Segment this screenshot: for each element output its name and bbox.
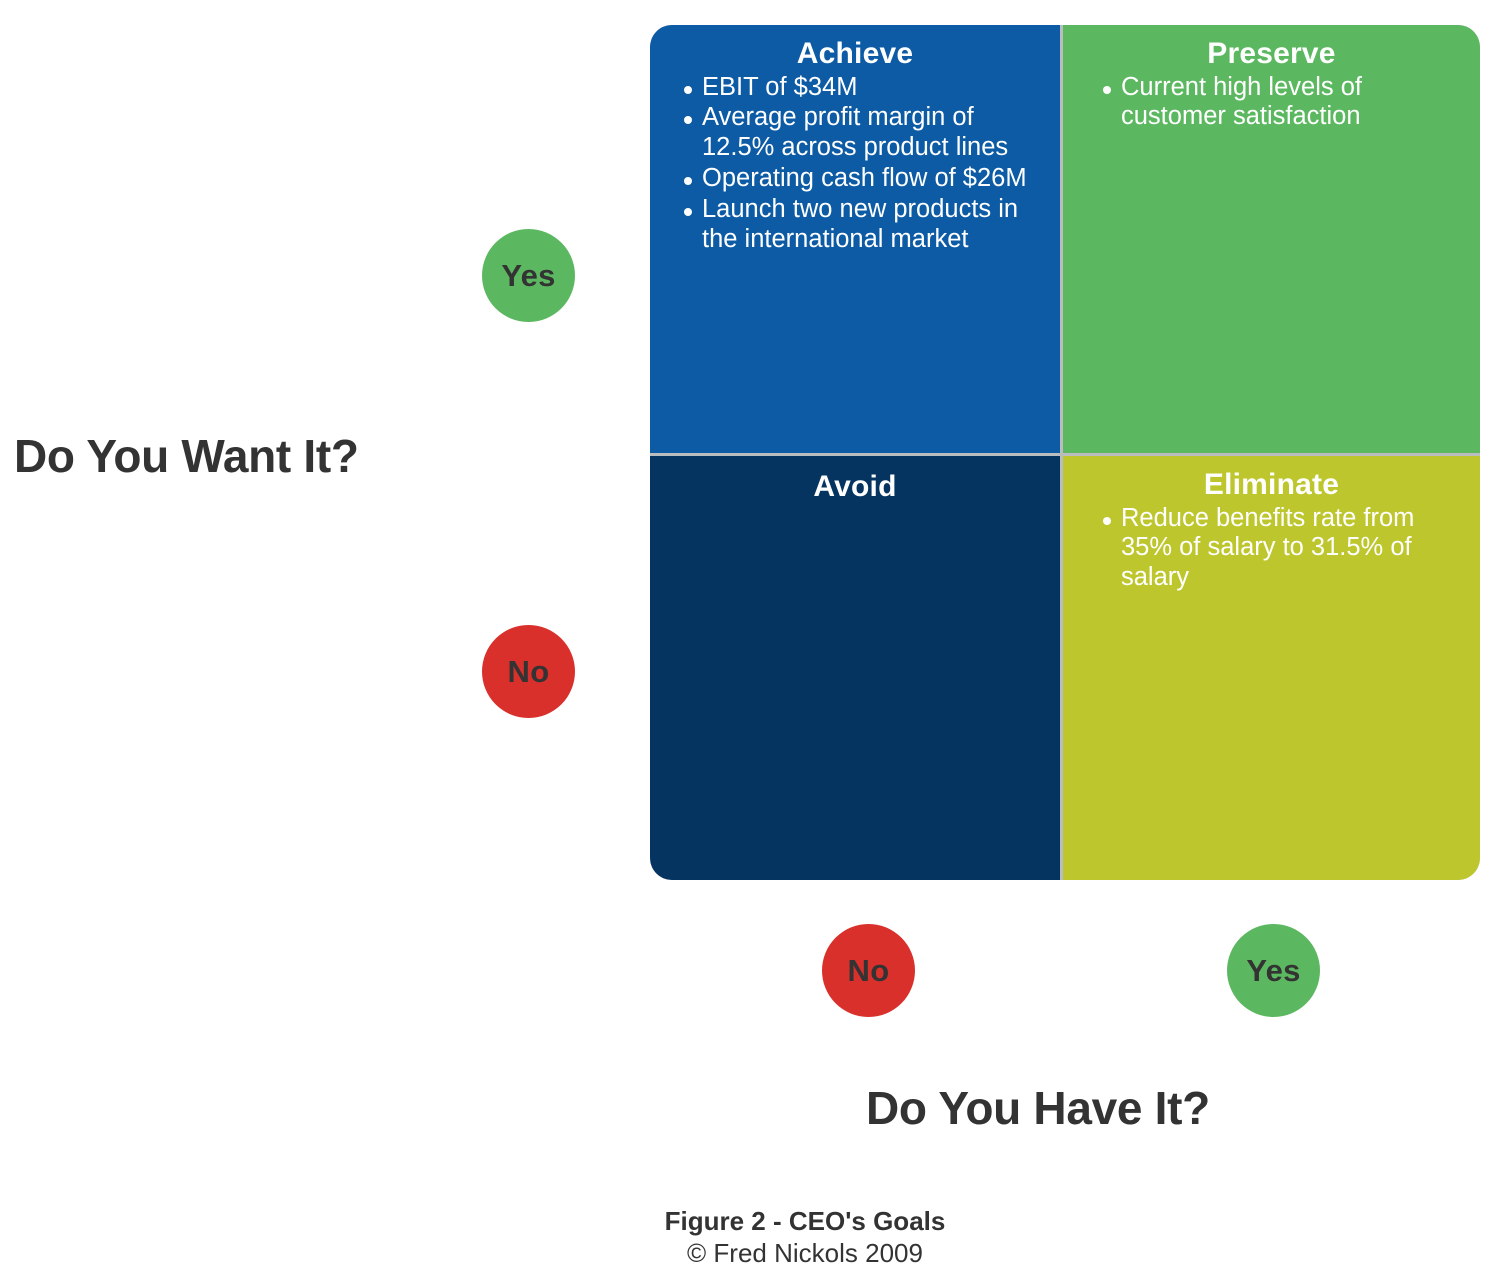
vertical-axis-title: Do You Want It? xyxy=(14,430,359,482)
vertical-axis-no-badge: No xyxy=(482,625,575,718)
quadrant-eliminate: Eliminate Reduce benefits rate from 35% … xyxy=(1063,456,1480,880)
quadrant-preserve-title: Preserve xyxy=(1207,37,1336,70)
vertical-axis-yes-label: Yes xyxy=(501,257,556,293)
list-item: Launch two new products in the internati… xyxy=(684,195,1046,255)
quadrant-achieve-title: Achieve xyxy=(796,37,914,70)
horizontal-axis-no-label: No xyxy=(847,952,890,988)
figure-caption: Figure 2 - CEO's Goals © Fred Nickols 20… xyxy=(0,1206,1500,1269)
vertical-axis-yes-badge: Yes xyxy=(482,229,575,322)
quadrant-eliminate-list: Reduce benefits rate from 35% of salary … xyxy=(1063,504,1480,593)
horizontal-axis-yes-badge: Yes xyxy=(1227,924,1320,1017)
vertical-axis-no-label: No xyxy=(507,653,550,689)
goals-matrix: Achieve EBIT of $34M Average profit marg… xyxy=(650,25,1480,880)
list-item: Current high levels of customer satisfac… xyxy=(1103,73,1460,133)
horizontal-axis-no-badge: No xyxy=(822,924,915,1017)
figure-caption-copyright: © Fred Nickols 2009 xyxy=(687,1237,923,1268)
quadrant-preserve-list: Current high levels of customer satisfac… xyxy=(1063,73,1480,133)
list-item: EBIT of $34M xyxy=(684,73,1046,103)
quadrant-avoid-title: Avoid xyxy=(813,470,897,503)
quadrant-achieve: Achieve EBIT of $34M Average profit marg… xyxy=(650,25,1060,453)
quadrant-avoid: Avoid xyxy=(650,456,1060,880)
quadrant-eliminate-title: Eliminate xyxy=(1203,468,1340,501)
horizontal-axis-yes-label: Yes xyxy=(1246,952,1301,988)
horizontal-axis-title: Do You Have It? xyxy=(866,1082,1210,1134)
quadrant-achieve-list: EBIT of $34M Average profit margin of 12… xyxy=(650,73,1060,255)
quadrant-preserve: Preserve Current high levels of customer… xyxy=(1063,25,1480,453)
figure-caption-title: Figure 2 - CEO's Goals xyxy=(664,1206,946,1236)
list-item: Average profit margin of 12.5% across pr… xyxy=(684,103,1046,163)
list-item: Reduce benefits rate from 35% of salary … xyxy=(1103,504,1460,593)
list-item: Operating cash flow of $26M xyxy=(684,164,1046,194)
